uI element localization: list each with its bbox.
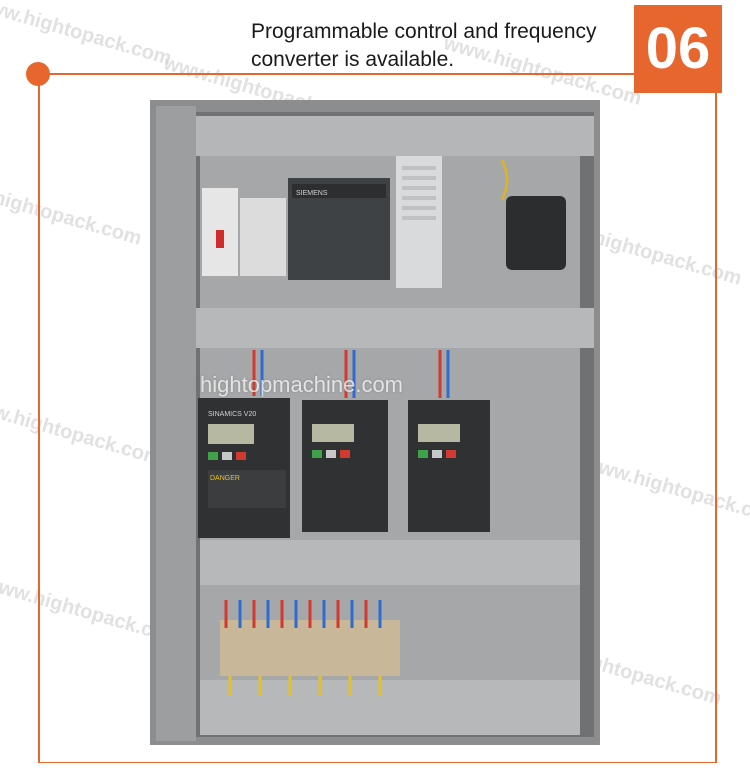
- frame-right-line: [715, 93, 717, 763]
- frame-bottom-line: [38, 762, 717, 763]
- watermark: www.hightopack.com: [0, 172, 145, 250]
- watermark: www.hightopack.com: [0, 0, 175, 70]
- frame-left-line: [38, 73, 40, 763]
- watermark: www.hightopack.com: [0, 392, 165, 470]
- watermark: www.hightopack.com: [581, 452, 750, 530]
- frame-dot: [26, 62, 50, 86]
- vfd-model-label: SINAMICS V20: [208, 411, 256, 418]
- headline: Programmable control and frequency conve…: [251, 18, 631, 74]
- frame-top-line: [38, 73, 634, 75]
- plc-brand-label: SIEMENS: [296, 190, 328, 197]
- headline-line-2: converter is available.: [251, 48, 455, 71]
- control-cabinet-photo: SIEMENS SINAMICS V20 DANGER: [150, 100, 600, 745]
- step-number-badge: 06: [634, 5, 722, 93]
- headline-line-1: Programmable control and frequency: [251, 20, 597, 43]
- vfd-warning-label: DANGER: [210, 475, 240, 482]
